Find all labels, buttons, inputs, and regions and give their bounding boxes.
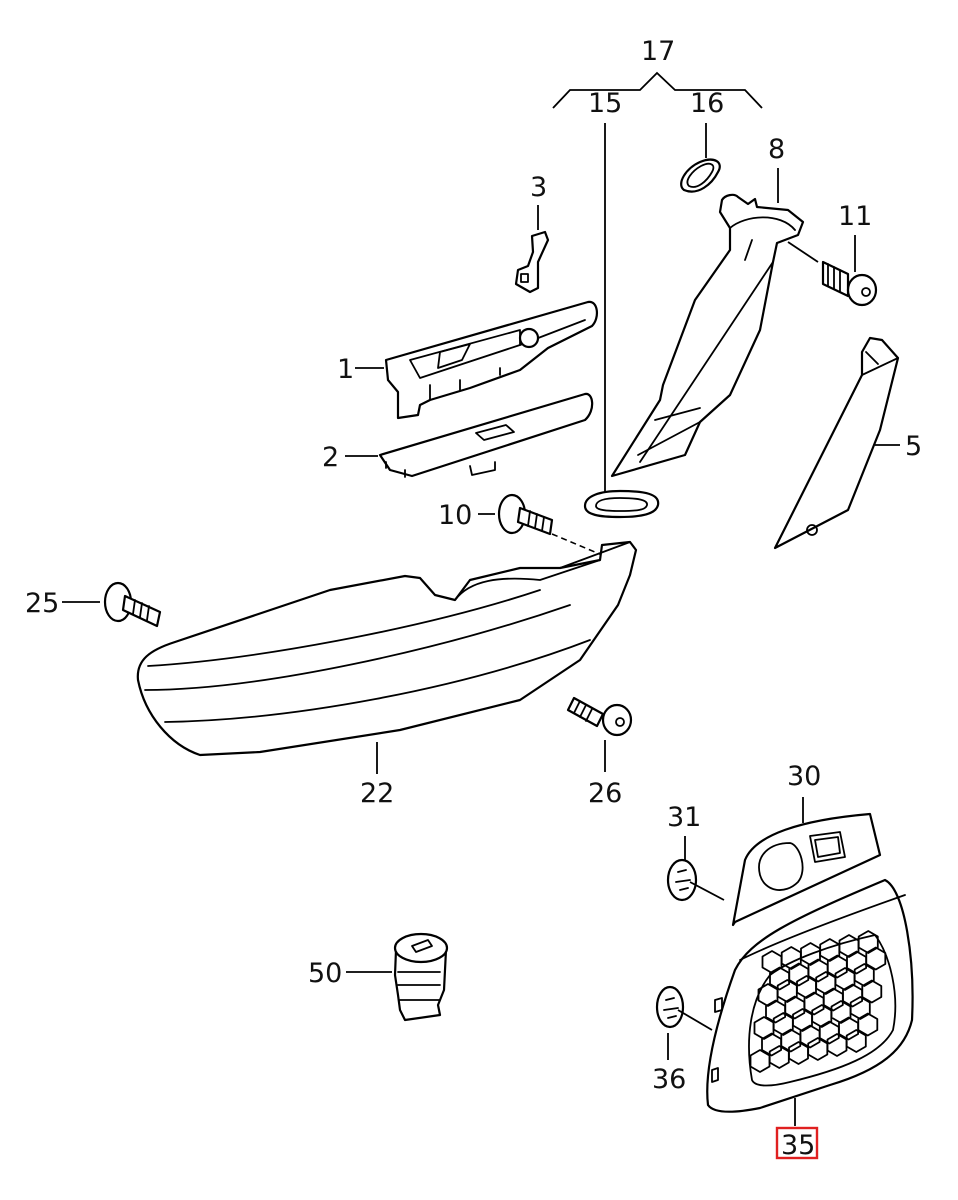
selected-part-highlight — [775, 1126, 819, 1160]
part-16-seal-ring[interactable]: 16 — [680, 88, 724, 193]
part-8-pull-handle[interactable]: 8 — [610, 134, 805, 478]
label-25[interactable]: 25 — [25, 588, 59, 619]
mesh-cell — [861, 979, 883, 1004]
mesh-cell — [849, 996, 871, 1020]
label-35[interactable]: 35 — [781, 1130, 815, 1161]
label-3[interactable]: 3 — [530, 172, 547, 203]
label-22[interactable]: 22 — [360, 778, 394, 809]
part-35-speaker-grille[interactable]: 35 — [706, 878, 914, 1161]
part-50-cap[interactable]: 50 — [308, 932, 449, 1022]
label-36[interactable]: 36 — [652, 1064, 686, 1095]
label-17[interactable]: 17 — [641, 36, 675, 67]
label-8[interactable]: 8 — [768, 134, 785, 165]
label-16[interactable]: 16 — [690, 88, 724, 119]
part-22-armrest[interactable]: 22 — [136, 540, 638, 809]
label-5[interactable]: 5 — [905, 431, 922, 462]
label-10[interactable]: 10 — [438, 500, 472, 531]
part-36-clip[interactable]: 36 — [652, 985, 713, 1095]
label-26[interactable]: 26 — [588, 778, 622, 809]
part-5-trim-strip[interactable]: 5 — [773, 336, 922, 550]
label-15[interactable]: 15 — [588, 88, 622, 119]
part-2-trim-panel[interactable]: 2 — [322, 392, 594, 478]
label-30[interactable]: 30 — [787, 761, 821, 792]
mesh-cell — [853, 963, 875, 987]
mesh-cell — [865, 946, 887, 971]
part-25-screw[interactable]: 25 — [25, 581, 162, 628]
hex-mesh — [749, 930, 887, 1073]
label-2[interactable]: 2 — [322, 442, 339, 473]
part-30-cover[interactable]: 30 — [731, 761, 882, 927]
part-11-screw[interactable]: 11 — [787, 201, 878, 307]
part-31-clip[interactable]: 31 — [666, 802, 725, 902]
label-50[interactable]: 50 — [308, 958, 342, 989]
label-1[interactable]: 1 — [337, 354, 354, 385]
part-10-screw[interactable]: 10 — [438, 493, 603, 556]
part-3-clip[interactable]: 3 — [514, 172, 550, 294]
mesh-cell — [857, 1012, 879, 1037]
group-bracket-17: 17 — [552, 36, 763, 109]
mesh-cell — [857, 930, 879, 954]
label-31[interactable]: 31 — [667, 802, 701, 833]
label-11[interactable]: 11 — [838, 201, 872, 232]
part-1-window-switch[interactable]: 1 — [337, 300, 598, 420]
part-26-screw[interactable]: 26 — [566, 696, 633, 809]
mesh-cell — [845, 1029, 867, 1053]
part-15-seal[interactable]: 15 — [583, 88, 660, 519]
